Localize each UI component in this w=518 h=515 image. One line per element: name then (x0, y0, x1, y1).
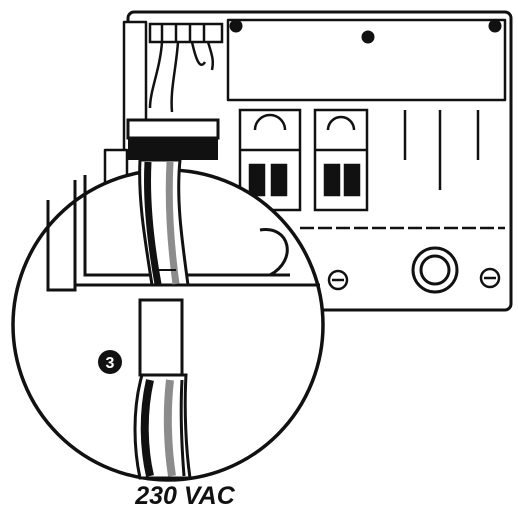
signal-wire-1 (148, 41, 164, 109)
strain-relief-tube (138, 298, 184, 377)
cable-icon (138, 158, 190, 287)
cover-dot-3 (488, 19, 502, 33)
dial-knob (411, 246, 459, 294)
cable-core-black (143, 161, 162, 285)
cover-dot-1 (229, 19, 243, 33)
top-terminal-block (148, 22, 224, 113)
exit-cable (133, 373, 192, 480)
step-number: 3 (106, 355, 115, 372)
upper-cover (226, 18, 507, 102)
voltage-caption: 230 VAC (135, 482, 235, 510)
signal-wire-3 (190, 41, 207, 67)
cover-dot-2 (361, 30, 375, 44)
signal-wire-2 (170, 41, 180, 113)
mounting-screw-icon (327, 267, 501, 291)
detail-magnifier: 3 (11, 118, 325, 482)
cable-clamp (128, 138, 218, 160)
step-number-badge: 3 (98, 350, 122, 374)
signal-wire-4 (206, 41, 215, 71)
